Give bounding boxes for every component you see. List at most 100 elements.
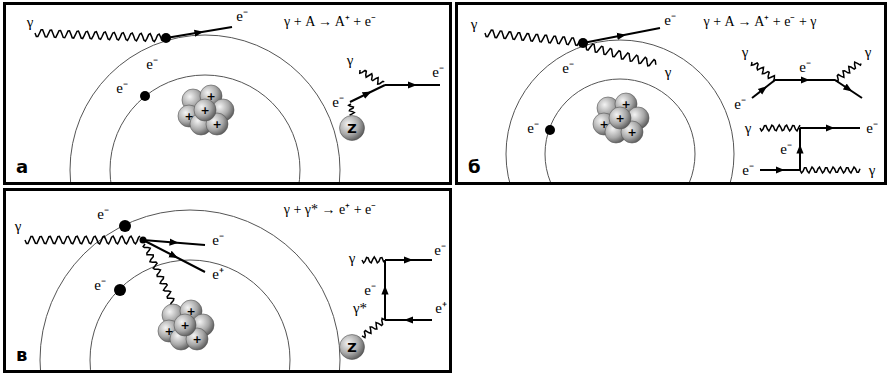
nucleus-ball: Z	[339, 115, 365, 141]
electron-line	[799, 128, 801, 170]
photon-line	[360, 70, 385, 84]
particle-label: e⁻	[734, 97, 746, 112]
positron-line	[143, 240, 205, 272]
photon-line	[143, 244, 177, 307]
electron-line	[166, 27, 232, 38]
electron-line	[350, 85, 385, 102]
photon-line	[760, 125, 800, 131]
photon-line	[751, 62, 774, 82]
particle-label: e⁻	[434, 243, 446, 258]
electron-dot	[114, 284, 126, 296]
proton-charge: +	[186, 305, 195, 318]
particle-label: e⁻	[236, 9, 248, 24]
particle-label: e⁺	[212, 267, 224, 282]
particle-label: e⁻	[116, 81, 128, 96]
panel-letter: в	[16, 344, 27, 365]
photon-line	[800, 167, 860, 173]
proton-charge: +	[599, 118, 608, 131]
vertex-dot	[140, 237, 147, 244]
orbit	[90, 260, 290, 370]
proton-charge: +	[206, 90, 215, 103]
nucleus-ball: Z	[339, 334, 365, 360]
panel-letter: б	[468, 156, 481, 177]
photon-line	[485, 30, 579, 45]
electron-dot	[119, 220, 131, 232]
orbits	[40, 35, 734, 375]
particle-label: e⁻	[866, 121, 878, 136]
photon-line	[835, 62, 861, 81]
electron-line	[800, 127, 860, 129]
electron-line	[384, 260, 386, 320]
particle-label: γ	[745, 121, 752, 136]
orbit	[506, 40, 734, 182]
electron-line	[752, 80, 775, 98]
reaction-formula: γ + A → A⁺ + e⁻ + γ	[704, 15, 817, 29]
particle-label: γ	[27, 15, 34, 30]
particle-label: e⁻	[212, 233, 224, 248]
particle-label: e⁻	[664, 13, 676, 28]
particle-label: e⁻	[799, 60, 811, 75]
proton-charge: +	[192, 333, 201, 346]
particle-label: γ	[471, 17, 478, 32]
orbit-group	[70, 35, 340, 182]
particle-label: e⁻	[780, 142, 792, 157]
orbit-group	[506, 40, 734, 182]
electron-dot	[140, 91, 150, 101]
particle-label: γ*	[353, 301, 367, 316]
particle-label: e⁻	[97, 207, 109, 222]
nucleon	[194, 99, 216, 121]
orbit	[545, 79, 695, 182]
electron-line	[385, 259, 432, 261]
proton-charge: +	[615, 112, 624, 125]
charge-label: Z	[347, 340, 356, 355]
orbit	[40, 210, 340, 370]
particle-label: e⁻	[432, 65, 444, 80]
photon-line	[362, 318, 385, 337]
electron-line	[775, 79, 835, 81]
nucleon	[609, 107, 631, 129]
particle-label: e⁻	[94, 278, 106, 293]
fermion-lines	[143, 27, 862, 320]
panel-letter: а	[16, 156, 28, 177]
photon-line	[349, 104, 355, 115]
orbit	[70, 35, 340, 182]
photon-line	[362, 257, 385, 263]
panel-frame: б	[455, 2, 887, 185]
electron-line	[835, 80, 862, 98]
panel-frame: вZ	[3, 188, 452, 373]
proton-charge: +	[184, 110, 193, 123]
reaction-formula: γ + γ* → e⁺ + e⁻	[284, 203, 377, 217]
electron-line	[583, 28, 660, 43]
particle-label: e⁻	[527, 121, 539, 136]
particle-label: e⁻	[146, 57, 158, 72]
proton-charge: +	[621, 98, 630, 111]
orbit-group	[40, 210, 340, 370]
ball-circle	[340, 335, 365, 360]
particle-label: e⁺	[435, 301, 447, 316]
photon-line	[586, 44, 656, 66]
charge-label: Z	[347, 121, 356, 136]
electron-line	[760, 169, 800, 171]
positron-line	[385, 319, 432, 321]
electron-line	[385, 84, 440, 86]
particle-label: e⁻	[742, 163, 754, 178]
particle-label: γ	[347, 53, 354, 68]
particle-label: e⁻	[364, 283, 376, 298]
particle-label: γ	[869, 163, 876, 178]
particle-label: γ	[742, 45, 749, 60]
particle-label: γ	[865, 45, 872, 60]
proton-charge: +	[627, 126, 636, 139]
reaction-formula: γ + A → A⁺ + e⁻	[284, 15, 376, 29]
proton-charge: +	[180, 319, 189, 332]
proton-charge: +	[164, 325, 173, 338]
particle-label: e⁻	[562, 61, 574, 76]
nucleon	[174, 314, 196, 336]
proton-charge: +	[212, 118, 221, 131]
photon-line	[25, 236, 140, 244]
particle-label: γ	[665, 65, 672, 80]
orbit	[110, 75, 300, 182]
particle-label: γ	[15, 219, 22, 234]
ball-circle	[340, 116, 365, 141]
photon-line	[35, 30, 162, 42]
